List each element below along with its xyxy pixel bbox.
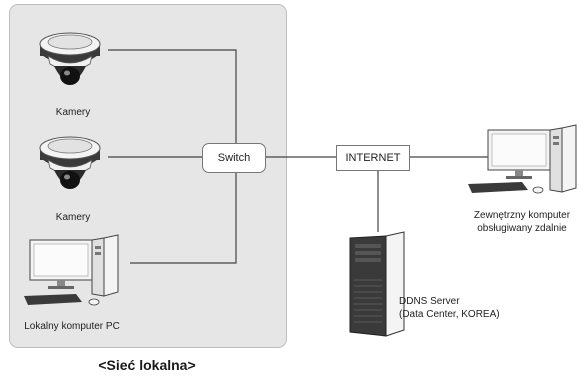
- remote-pc-label-line2: obsługiwany zdalnie: [477, 223, 567, 234]
- remote-pc-icon: [468, 124, 577, 194]
- camera-2-label: Kamery: [55, 212, 91, 223]
- camera-1-label: Kamery: [55, 107, 91, 118]
- ddns-label-line1: DDNS Server: [399, 296, 460, 307]
- internet-node: INTERNET: [336, 145, 410, 171]
- local-network-caption: <Sieć lokalna>: [98, 357, 196, 373]
- local-pc-label: Lokalny komputer PC: [24, 321, 120, 332]
- dome-camera-icon: [39, 136, 101, 189]
- switch-node: Switch: [202, 143, 266, 173]
- server-icon: [349, 231, 405, 337]
- local-pc-icon: [24, 234, 119, 306]
- dome-camera-icon: [39, 32, 101, 85]
- local-pc-link: [130, 171, 237, 264]
- camera-1-link: [108, 49, 237, 143]
- remote-pc-label-line1: Zewnętrzny komputer: [473, 210, 571, 221]
- ddns-label-line2: (Data Center, KOREA): [399, 309, 500, 320]
